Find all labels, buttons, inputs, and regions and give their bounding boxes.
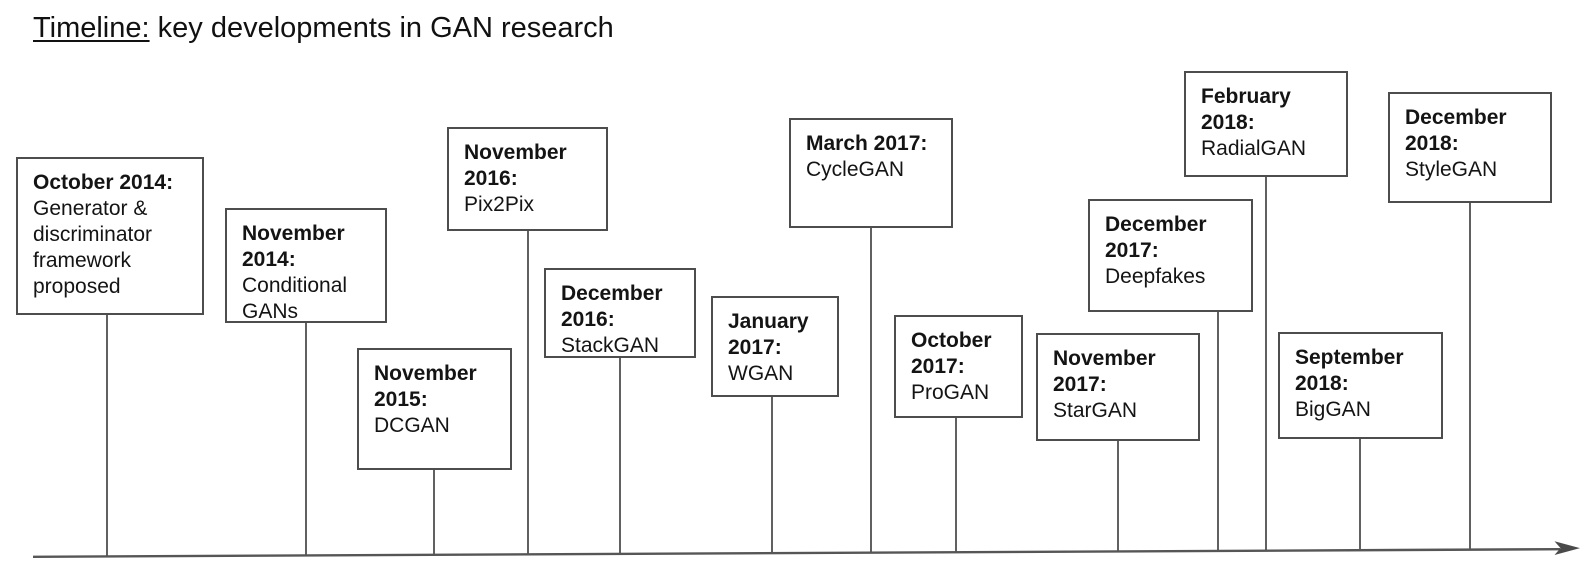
event-date: October 2017:	[911, 329, 992, 378]
diagram-title: Timeline: key developments in GAN resear…	[33, 9, 614, 47]
event-box: November 2016: Pix2Pix	[447, 127, 608, 231]
event-label: Deepfakes	[1105, 265, 1206, 288]
event-label: Pix2Pix	[464, 193, 535, 216]
event-label: BigGAN	[1295, 398, 1371, 421]
event-date: November 2017:	[1053, 347, 1156, 396]
event-label: CycleGAN	[806, 158, 905, 181]
event-date: February 2018:	[1201, 85, 1291, 134]
event-box: January 2017: WGAN	[711, 296, 839, 397]
event-box: November 2015: DCGAN	[357, 348, 512, 470]
title-keyword: Timeline:	[33, 12, 150, 44]
event-date: March 2017:	[806, 132, 928, 155]
event-box: December 2018: StyleGAN	[1388, 92, 1552, 203]
event-box: October 2017: ProGAN	[894, 315, 1023, 418]
event-label: StarGAN	[1053, 399, 1138, 422]
event-box: February 2018: RadialGAN	[1184, 71, 1348, 177]
event-box: November 2017: StarGAN	[1036, 333, 1200, 441]
event-date: January 2017:	[728, 310, 809, 359]
event-date: November 2016:	[464, 141, 567, 190]
event-label: RadialGAN	[1201, 137, 1307, 160]
event-label: Generator & discriminator framework prop…	[33, 197, 153, 298]
event-label: DCGAN	[374, 414, 450, 437]
title-text: key developments in GAN research	[157, 12, 614, 44]
event-box: September 2018: BigGAN	[1278, 332, 1443, 439]
event-label: StyleGAN	[1405, 158, 1498, 181]
event-label: ProGAN	[911, 381, 990, 404]
event-box: March 2017: CycleGAN	[789, 118, 953, 228]
event-box: October 2014: Generator & discriminator …	[16, 157, 204, 315]
event-date: October 2014:	[33, 171, 174, 194]
event-date: December 2017:	[1105, 213, 1207, 262]
timeline-axis	[32, 548, 1561, 558]
event-box: December 2016: StackGAN	[544, 268, 696, 358]
event-date: September 2018:	[1295, 346, 1404, 395]
event-label: WGAN	[728, 362, 794, 385]
event-box: December 2017: Deepfakes	[1088, 199, 1253, 312]
event-date: November 2014:	[242, 222, 345, 271]
event-label: StackGAN	[561, 334, 660, 357]
connector-lines	[106, 176, 1471, 557]
event-date: December 2016:	[561, 282, 663, 331]
event-label: Conditional GANs	[242, 274, 348, 323]
axis-arrowhead-icon	[1554, 541, 1580, 555]
event-date: December 2018:	[1405, 106, 1507, 155]
event-date: November 2015:	[374, 362, 477, 411]
event-box: November 2014: Conditional GANs	[225, 208, 387, 323]
